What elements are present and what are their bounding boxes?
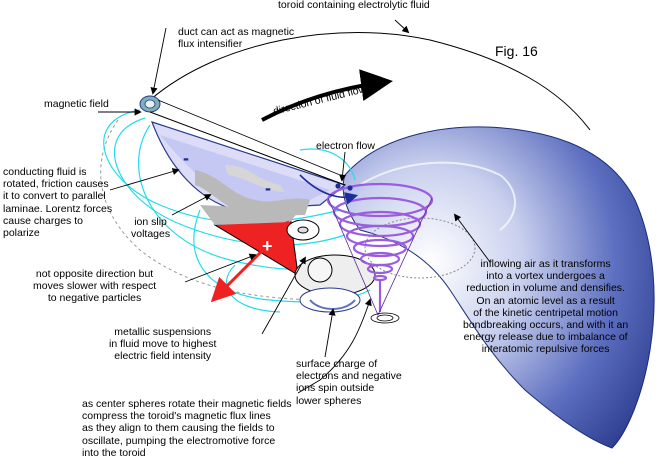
metallic-label: metallic suspensions in fluid move to hi… [109,326,217,363]
positive-motion-arrow [210,253,260,303]
toroid-arc [149,32,591,131]
surface-charge-label: surface charge of electrons and negative… [296,358,402,407]
fluid-lamina [195,170,310,217]
vortex-shell [342,126,655,449]
duct-top-edge [149,111,346,186]
electron-flow-label: electron flow [316,140,375,152]
electron-dot-1 [335,183,341,189]
negative-sign-1: - [183,148,189,168]
toroid-outline [100,119,331,301]
vortex-outline [327,197,433,316]
gray-under-region [200,205,300,225]
duct-label: duct can act as magnetic flux intensifie… [178,26,295,51]
electron-flow-arrow [299,174,359,205]
vortex-swirl [370,312,400,324]
center-spheres-label: as center spheres rotate their magnetic … [82,398,292,459]
positive-sign: + [262,236,273,256]
duct-back-edge [157,99,341,176]
ion-slip-label: ion slip voltages [131,216,171,241]
fluid-lamina-2 [225,165,285,192]
inflowing-air-label: inflowing air as it transforms into a vo… [463,258,629,356]
not-opposite-label: not opposite direction but moves slower … [33,268,157,305]
positive-motion-arrow-back [256,220,290,257]
conducting-fluid-label: conducting fluid is rotated, friction ca… [3,166,113,240]
electron-dot-2 [347,185,353,191]
negative-sign-2: - [265,178,271,198]
leader-lines [98,19,491,394]
fig-title: Fig. 16 [495,43,538,59]
magnetic-field-label: magnetic field [44,98,109,110]
shell-inner-rim [359,161,516,231]
duct-ring-inner [144,99,156,109]
toroid-label: toroid containing electrolytic fluid [278,0,430,11]
fluid-flow-arrow [261,69,393,122]
